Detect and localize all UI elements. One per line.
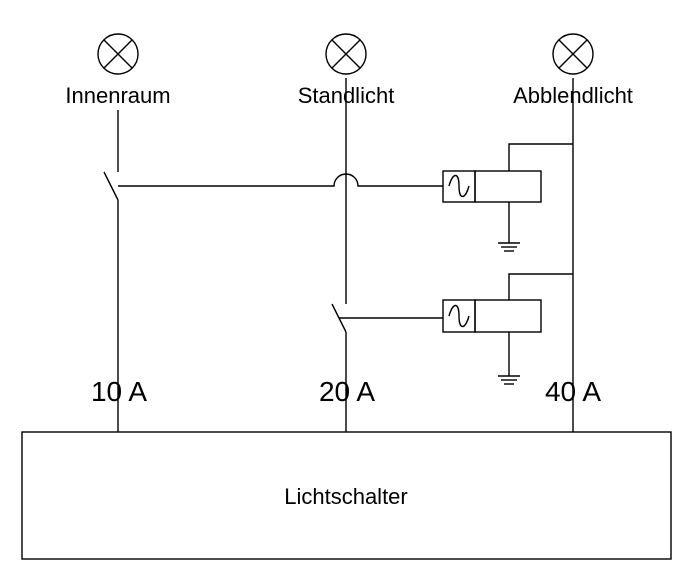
fuse-label-10a: 10 A [91, 376, 147, 407]
switch-innenraum [103, 171, 119, 201]
lichtschalter-box [21, 431, 672, 560]
lamp-innenraum [97, 33, 139, 75]
relay-upper [442, 143, 573, 252]
lichtschalter-label: Lichtschalter [284, 484, 408, 509]
relay-lower [442, 273, 573, 385]
fuse-label-40a: 40 A [545, 376, 601, 407]
control-wire-upper [118, 173, 443, 187]
fuse-label-20a: 20 A [319, 376, 375, 407]
lamp-standlicht [325, 33, 367, 75]
lamp-abblendlicht [552, 33, 594, 75]
wire-innenraum [103, 110, 119, 432]
lamp-label-innenraum: Innenraum [65, 83, 170, 108]
